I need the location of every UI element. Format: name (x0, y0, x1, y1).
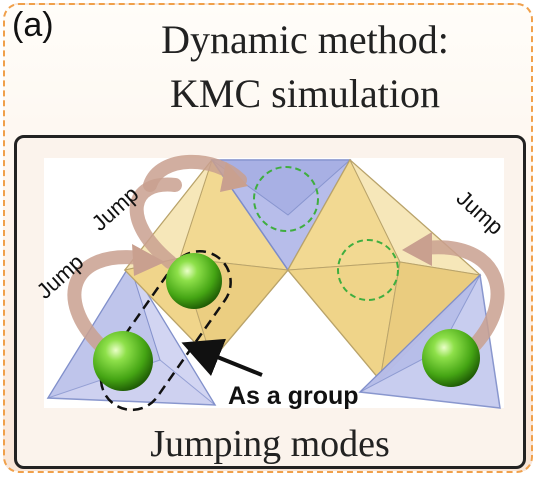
jump-arrows (67, 154, 505, 357)
vacant-site-circle-top (253, 166, 319, 232)
panel-label: (a) (12, 6, 54, 44)
sphere-ion-right (422, 329, 480, 387)
sphere-ion-upper (166, 253, 222, 309)
jump-arrowhead-2 (220, 162, 248, 192)
vacant-site-circle-right (337, 239, 399, 301)
caption: Jumping modes (150, 423, 390, 465)
group-pointer-arrow (181, 338, 263, 377)
sphere-ion-lower (93, 331, 153, 391)
title-line-1: Dynamic method: (161, 17, 449, 62)
jump-arrow-2 (129, 177, 182, 269)
title-line-2: KMC simulation (169, 71, 441, 116)
jump-arrowhead-3 (402, 232, 432, 266)
group-label: As a group (228, 382, 359, 410)
jump-arrow-3 (418, 240, 505, 357)
jump-arrowhead-1 (132, 244, 165, 276)
jump-arrow-1 (67, 250, 147, 352)
